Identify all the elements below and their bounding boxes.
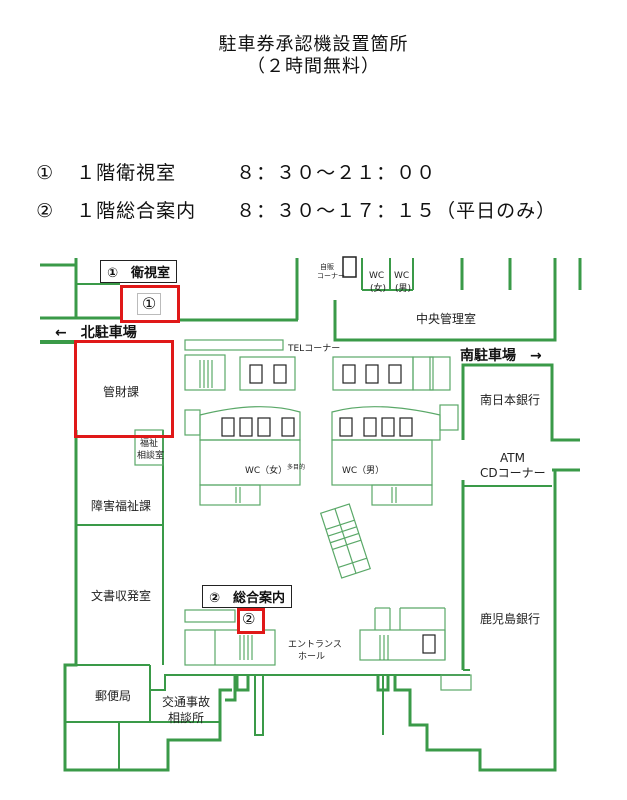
room-kanzaika-highlight <box>74 340 174 438</box>
location-name: １階衛視室 <box>76 162 177 184</box>
wc-male-top-label: WC <box>394 271 410 281</box>
room-yubin: 郵便局 <box>95 689 132 703</box>
room-minaminihon: 南日本銀行 <box>480 393 541 407</box>
entrance-label-2: ホール <box>298 652 326 662</box>
location-row-1: ① １階衛視室 ８：３０～２１：００ <box>22 136 436 185</box>
wc-male-top-sub: (男) <box>395 284 412 294</box>
location-hours: ８：３０～１７：１５ <box>236 200 437 222</box>
page-subtitle: （２時間無料） <box>247 56 380 77</box>
callout-sogo-annai: ② 総合案内 <box>202 585 293 608</box>
location-number: ① <box>36 162 55 184</box>
atm-label-2: CDコーナー <box>480 466 546 480</box>
room-kotsu-1: 交通事故 <box>162 695 211 709</box>
room-shogai: 障害福祉課 <box>91 499 152 513</box>
wc-female-top-label: WC <box>369 271 385 281</box>
wc-female-top-sub: (女) <box>370 284 387 294</box>
callout-eishi: ① 衛視室 <box>100 260 178 283</box>
wc-female-label: WC（女） <box>245 466 288 476</box>
south-parking-label: 南駐車場 → <box>460 348 542 364</box>
marker-2[interactable]: ② <box>237 608 265 634</box>
room-chuo: 中央管理室 <box>416 312 477 326</box>
vending-label-1: 自販 <box>320 263 334 271</box>
wc-male-label: WC（男） <box>342 466 385 476</box>
north-parking-label: ← 北駐車場 <box>55 325 137 341</box>
wc-multipurpose-label: 多目的 <box>287 464 306 471</box>
tel-corner-label: TELコーナー <box>288 344 341 354</box>
room-fukushi-1: 福祉 <box>140 439 159 449</box>
location-hours: ８：３０～２１：００ <box>236 162 437 184</box>
room-kanzaika: 管財課 <box>103 385 140 399</box>
room-kotsu-2: 相談所 <box>168 711 205 725</box>
atm-label-1: ATM <box>500 451 525 465</box>
vending-label-2: コーナー <box>317 272 345 280</box>
entrance-label-1: エントランス <box>288 640 342 650</box>
page-title: 駐車券承認機設置箇所 <box>218 34 409 55</box>
marker-1[interactable]: ① <box>120 285 180 323</box>
location-number: ② <box>36 200 55 222</box>
marker-1-label: ① <box>137 293 161 315</box>
location-note: （平日のみ） <box>436 200 557 222</box>
location-name: １階総合案内 <box>76 200 197 222</box>
room-fukushi-2: 相談室 <box>137 451 165 461</box>
marker-2-label: ② <box>242 610 256 628</box>
room-kagoshima: 鹿児島銀行 <box>480 612 541 626</box>
location-row-2: ② １階総合案内 ８：３０～１７：１５（平日のみ） <box>22 174 556 223</box>
room-bunsho: 文書収発室 <box>91 589 152 603</box>
